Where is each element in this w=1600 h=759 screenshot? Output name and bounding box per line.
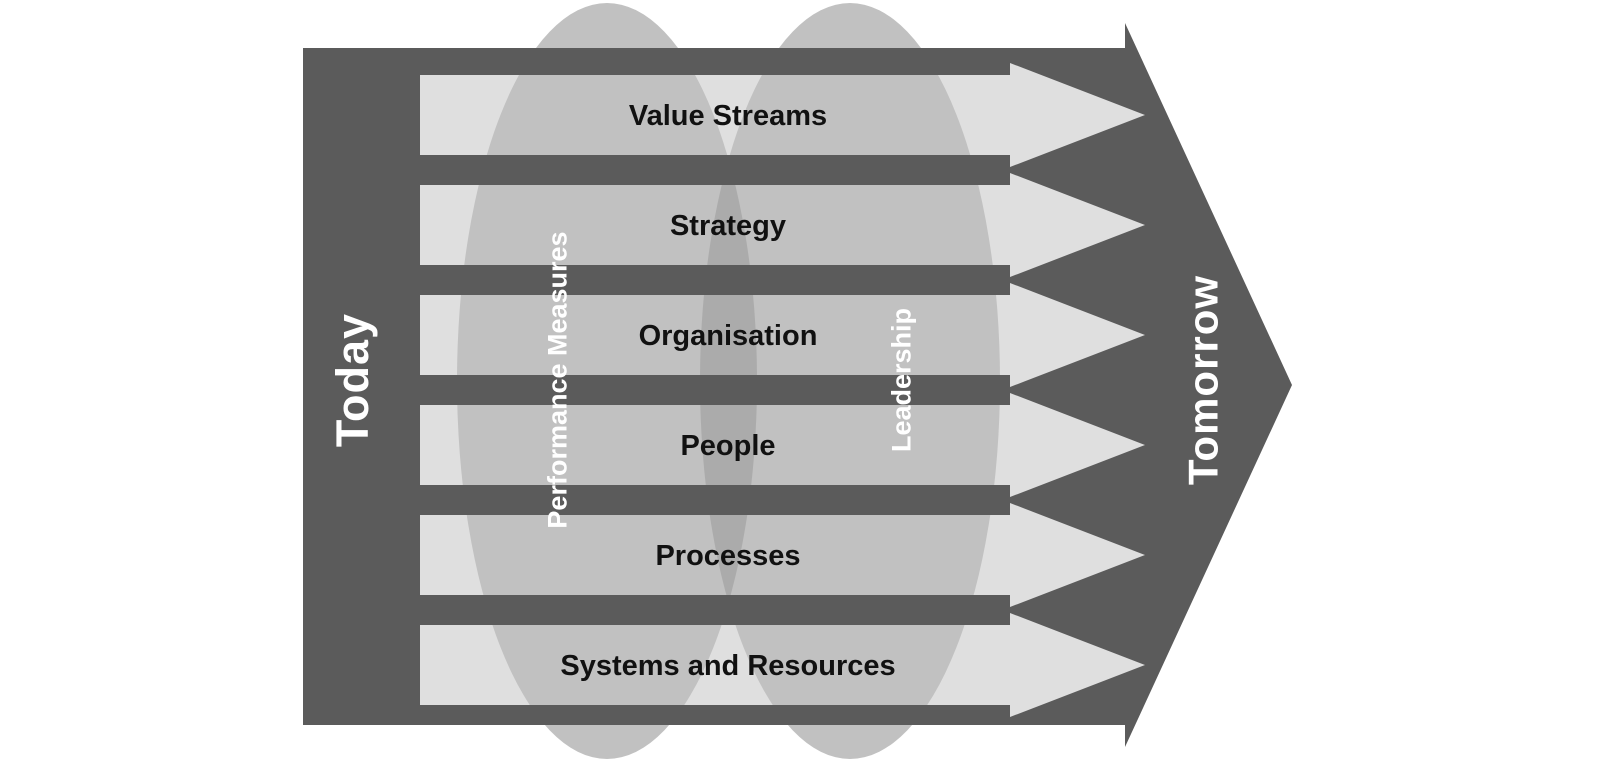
performance-measures-label: Performance Measures <box>542 231 572 528</box>
row-label-organisation: Organisation <box>639 320 818 352</box>
row-label-processes: Processes <box>655 540 800 572</box>
today-label: Today <box>327 313 378 447</box>
leadership-label: Leadership <box>886 308 916 452</box>
row-label-strategy: Strategy <box>670 210 786 242</box>
row-label-systems: Systems and Resources <box>560 650 895 682</box>
row-label-value-streams: Value Streams <box>629 100 827 132</box>
row-label-people: People <box>680 430 775 462</box>
tomorrow-label: Tomorrow <box>1180 275 1227 485</box>
